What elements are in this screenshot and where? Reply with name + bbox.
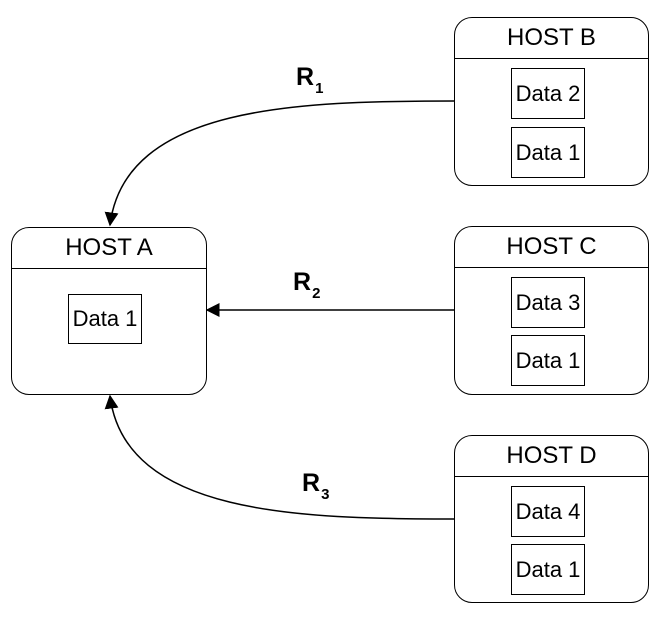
host-b-data-1: Data 1	[511, 127, 585, 178]
link-r3-letter: R	[302, 469, 321, 497]
link-r3-label: R3	[302, 469, 329, 503]
host-d-node: HOST D Data 4 Data 1	[454, 435, 649, 603]
host-a-title: HOST A	[12, 228, 206, 269]
link-r3-subscript: 3	[321, 486, 330, 503]
link-r1-subscript: 1	[315, 80, 324, 97]
link-r1-label: R1	[296, 63, 323, 97]
host-c-data-3: Data 3	[511, 277, 585, 328]
link-r1-letter: R	[296, 63, 315, 91]
host-b-data-2: Data 2	[511, 68, 585, 119]
link-r3-arrow	[104, 394, 455, 520]
link-r2-letter: R	[293, 268, 312, 296]
host-b-title: HOST B	[455, 18, 648, 59]
host-d-data-4: Data 4	[511, 486, 585, 537]
host-b-node: HOST B Data 2 Data 1	[454, 17, 649, 186]
host-c-title: HOST C	[455, 227, 648, 268]
host-c-node: HOST C Data 3 Data 1	[454, 226, 649, 395]
host-d-title: HOST D	[455, 436, 648, 477]
host-c-data-1: Data 1	[511, 335, 585, 386]
host-d-data-1: Data 1	[511, 544, 585, 595]
host-a-data-1: Data 1	[68, 294, 142, 344]
link-r2-label: R2	[293, 268, 320, 302]
link-r1-arrow	[104, 100, 455, 227]
link-r2-subscript: 2	[312, 285, 321, 302]
host-a-node: HOST A Data 1	[11, 227, 207, 395]
